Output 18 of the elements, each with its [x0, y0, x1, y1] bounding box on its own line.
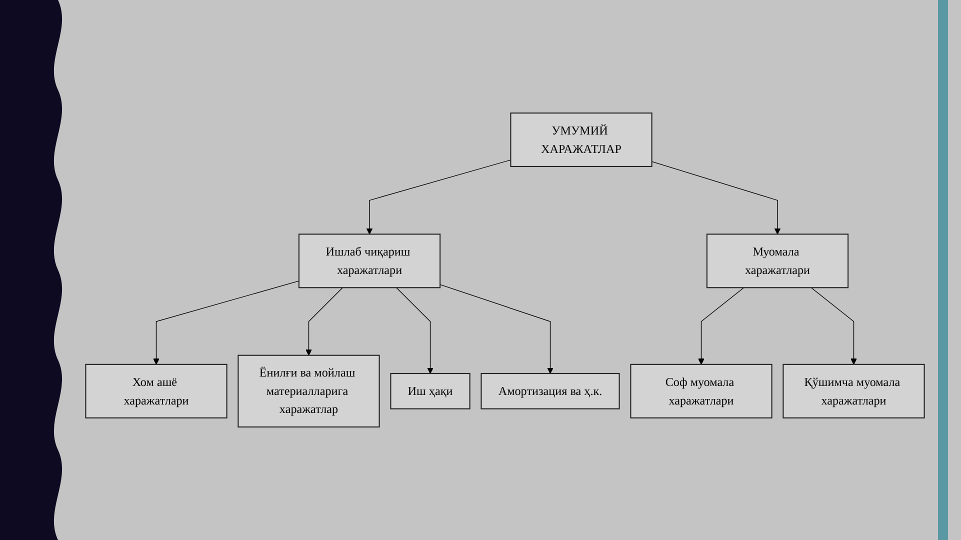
arrow [396, 287, 434, 374]
arrow [698, 287, 744, 365]
node-box [85, 364, 228, 418]
node-box [706, 234, 849, 288]
node-box [630, 364, 772, 418]
arrow [153, 280, 300, 365]
arrow [651, 161, 781, 234]
node-box [298, 234, 441, 288]
node-box [510, 112, 652, 168]
flowchart: УМУМИЙ ХАРАЖАТЛАР Ишлаб чиқариш харажатлари Муомала харажатлари Хом ашё харажатлари Ёнилғи ва мойлаш материалларига харажатлар Соф муомала харажатлари Иш ҳақи Амортизация ва ҳ.к. Қўшимча муомала харажатлари [80, 12, 930, 528]
node-box [480, 372, 620, 410]
node-box [782, 364, 925, 418]
node-box [390, 372, 470, 410]
node-box [238, 354, 380, 428]
arrow [366, 160, 512, 234]
arrow [306, 287, 344, 356]
arrow [810, 287, 857, 365]
arrow [440, 284, 554, 374]
